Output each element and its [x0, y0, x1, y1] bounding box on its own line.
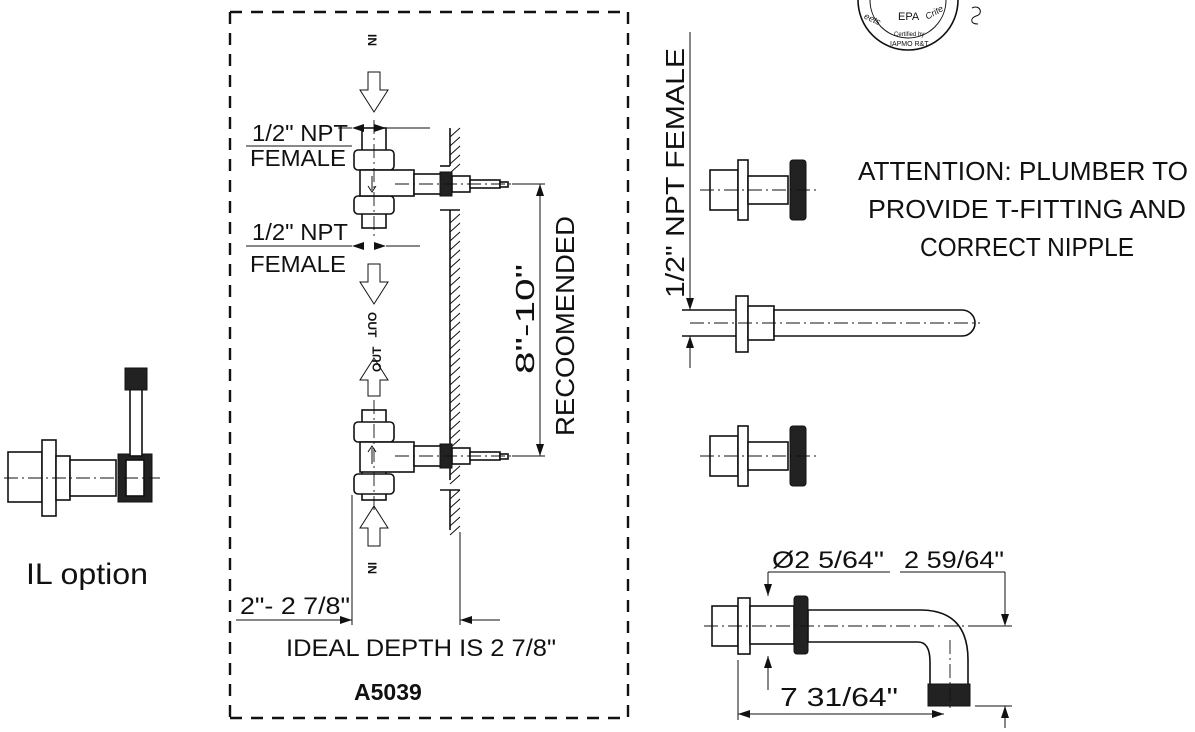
out-label-lower: OUT: [370, 346, 384, 372]
attention-line-1: ATTENTION: PLUMBER TO: [858, 156, 1188, 186]
svg-text:1/2" NPT: 1/2" NPT: [252, 219, 348, 245]
npt-female-vertical: [686, 32, 694, 368]
top-valve-assembly: [353, 120, 520, 240]
il-option-label: IL option: [26, 558, 148, 591]
svg-text:EPA: EPA: [898, 11, 920, 23]
spacing-label: 8"-10": [510, 264, 540, 374]
svg-text:Crite: Crite: [924, 3, 945, 21]
svg-text:1/2" NPT: 1/2" NPT: [252, 120, 348, 146]
svg-text:FEMALE: FEMALE: [250, 251, 346, 277]
installation-boundary: [228, 10, 630, 720]
handle-top: [700, 159, 820, 221]
flow-arrows: [359, 71, 389, 547]
npt-female-vertical-label: 1/2" NPT FEMALE: [660, 48, 690, 298]
npt-callout-bottom: 1/2" NPT FEMALE: [246, 219, 420, 277]
diameter-label: Ø2 5/64": [772, 547, 884, 574]
attention-line-3: CORRECT NIPPLE: [920, 232, 1134, 262]
spout-side-view: [704, 595, 1010, 712]
certification-badge: eets EPA Crite Certified by IAPMO R&T: [857, 0, 981, 51]
svg-text:IAPMO R&T: IAPMO R&T: [890, 41, 929, 48]
in-label-bottom: IN: [365, 562, 379, 574]
in-label-top: IN: [365, 34, 379, 46]
out-label-upper: OUT: [365, 312, 379, 338]
bottom-valve-assembly: [353, 400, 520, 510]
spacing-dimension: [512, 183, 545, 457]
npt-callout-top: 1/2" NPT FEMALE: [246, 120, 430, 171]
svg-text:Certified by: Certified by: [894, 32, 924, 38]
spout-dimensions: [737, 571, 1012, 728]
handle-bottom: [700, 425, 820, 487]
length-label: 7 31/64": [780, 682, 898, 712]
recommended-label: RECOOMENDED: [550, 216, 580, 436]
depth-dimension: [236, 495, 500, 625]
il-option-drawing: [4, 367, 160, 517]
model-number: A5039: [354, 679, 422, 705]
attention-line-2: PROVIDE T-FITTING AND: [868, 194, 1186, 224]
spout-middle: [682, 295, 980, 353]
ideal-depth-label: IDEAL DEPTH IS 2 7/8": [286, 635, 556, 662]
depth-range-label: 2"- 2 7/8": [240, 593, 350, 620]
svg-text:FEMALE: FEMALE: [250, 145, 346, 171]
height-label: 2 59/64": [904, 547, 1004, 574]
